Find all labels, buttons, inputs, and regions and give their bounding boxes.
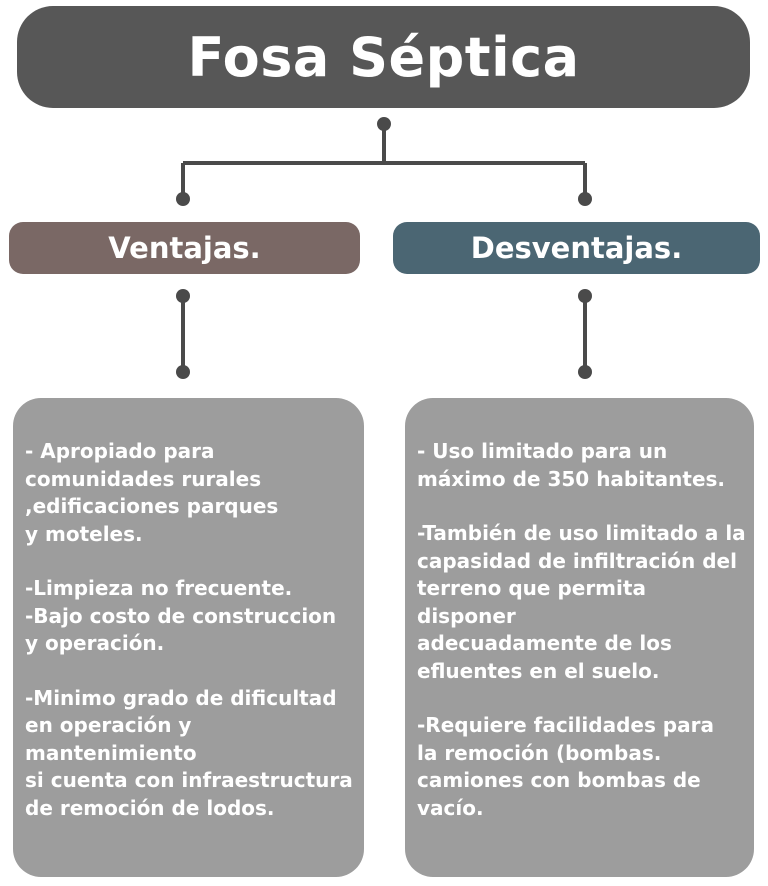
connector-dot xyxy=(176,289,190,303)
connector-dot xyxy=(578,365,592,379)
diagram-title: Fosa Séptica xyxy=(187,25,580,89)
disadvantage-item: - Uso limitado para un máximo de 350 hab… xyxy=(417,439,726,491)
advantage-item: - Apropiado para comunidades rurales ,ed… xyxy=(25,439,279,546)
connector-dot xyxy=(578,192,592,206)
connector-dot xyxy=(176,192,190,206)
disadvantages-panel: - Uso limitado para un máximo de 350 hab… xyxy=(405,398,754,877)
disadvantages-heading: Desventajas. xyxy=(470,231,683,265)
disadvantage-item: -Requiere facilidades para la remoción (… xyxy=(417,713,714,820)
advantages-header: Ventajas. xyxy=(9,222,360,274)
disadvantages-header: Desventajas. xyxy=(393,222,760,274)
advantage-item: -Limpieza no frecuente. -Bajo costo de c… xyxy=(25,576,337,655)
connector-dot xyxy=(176,365,190,379)
advantages-panel: - Apropiado para comunidades rurales ,ed… xyxy=(13,398,364,877)
connector-dot xyxy=(377,117,391,131)
title-box: Fosa Séptica xyxy=(17,6,750,108)
disadvantage-item: -También de uso limitado a la capasidad … xyxy=(417,521,746,683)
connector-dot xyxy=(578,289,592,303)
advantages-heading: Ventajas. xyxy=(108,231,261,265)
advantage-item: -Minimo grado de dificultad en operación… xyxy=(25,685,353,820)
